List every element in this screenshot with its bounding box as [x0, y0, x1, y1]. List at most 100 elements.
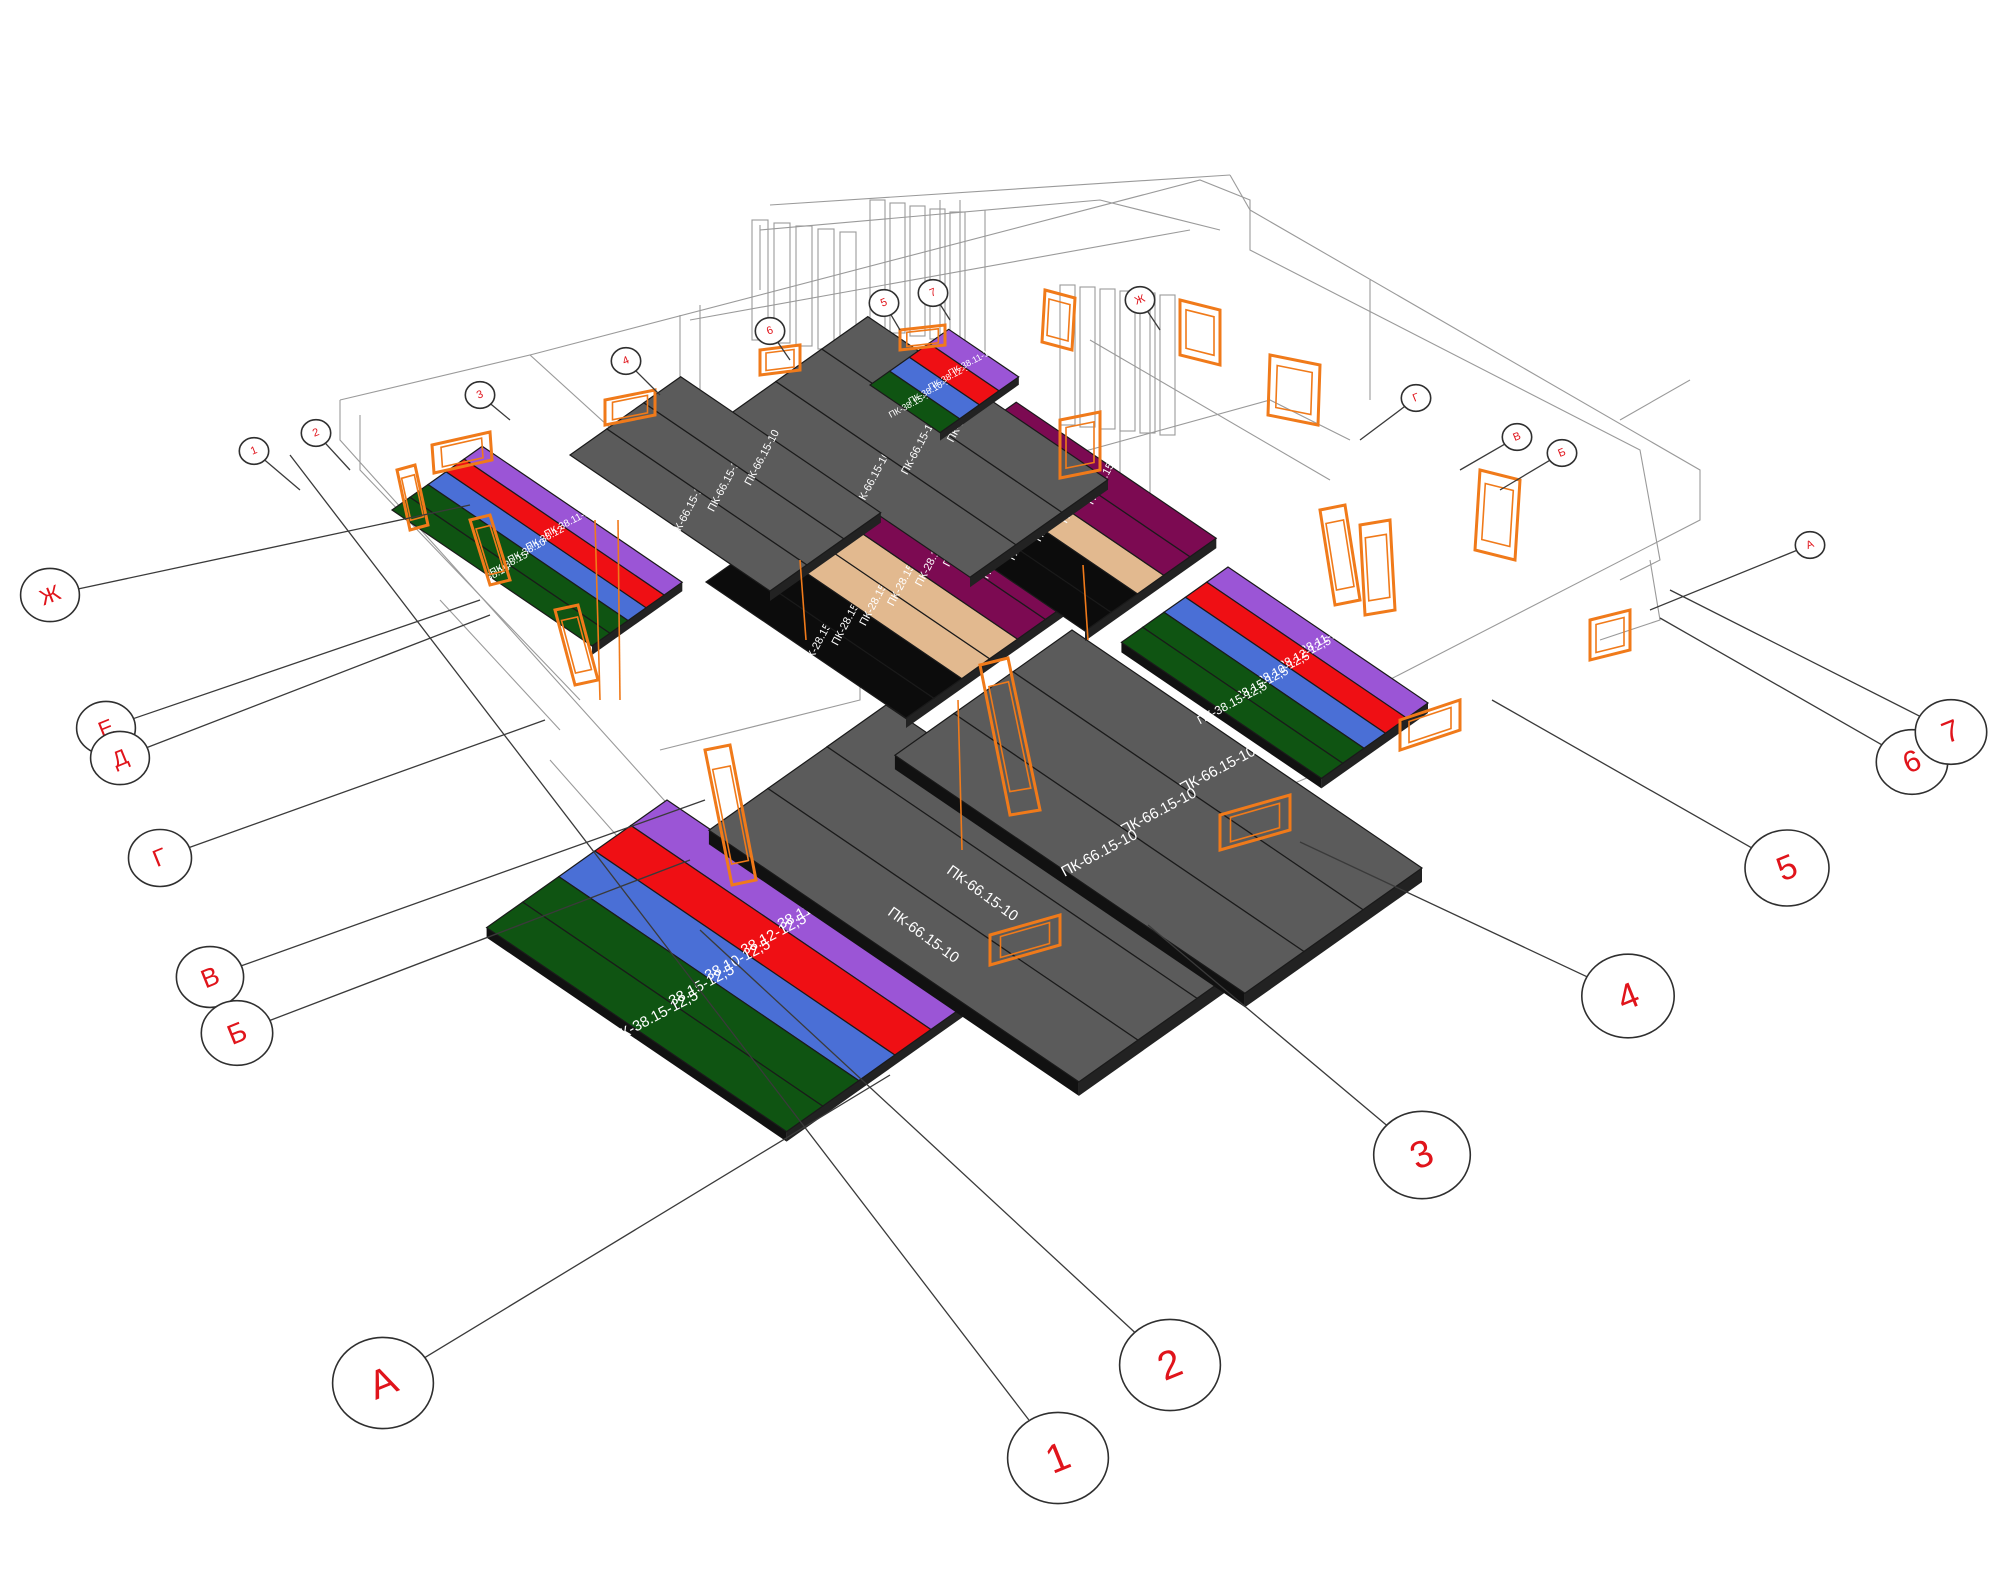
vent-stack: [1119, 290, 1136, 432]
vent-stack: [1159, 294, 1176, 436]
axis-circle: [754, 316, 786, 346]
axis-front-leader-line: [423, 1074, 891, 1359]
axis-left-leader-line: [77, 504, 471, 590]
floor-slab: [707, 787, 1139, 1083]
slab-side-edge: [708, 830, 1079, 1096]
floor-slab: [893, 712, 1305, 995]
wall-outline: [439, 599, 561, 731]
axis-back-leader-line: [264, 459, 301, 491]
window-frame: [1364, 533, 1391, 602]
window-opening: [1473, 468, 1522, 562]
vent-stack: [889, 202, 906, 334]
axis-circle: [1581, 953, 1676, 1039]
axis-back-leader-line: [890, 314, 901, 331]
axis-left-leader-line: [145, 614, 491, 749]
axis-back-leader-line: [939, 304, 951, 321]
axis-front-leader-line: [1669, 589, 1921, 718]
window-frame: [1065, 420, 1095, 470]
floor-slab: [927, 328, 1020, 392]
axis-back-bubble: 7: [917, 278, 949, 308]
window-frame: [1480, 482, 1515, 548]
slab-side-edge: [970, 479, 1108, 588]
window-frame: [1185, 308, 1215, 357]
axis-back-leader-line: [490, 403, 511, 421]
axis-circle: [300, 418, 332, 448]
window-frame: [1274, 364, 1314, 416]
window-opening: [1058, 410, 1102, 480]
axis-circle: [200, 999, 274, 1067]
slab-group-back-right: ПК-38.15-12,5ПК-38.10-12,5ПК-38.12-12,5П…: [868, 328, 1020, 441]
window-frame: [1046, 297, 1071, 343]
axis-label: 7: [928, 286, 938, 299]
axis-circle: [868, 288, 900, 318]
axis-label: 4: [621, 354, 631, 367]
axis-front-bubble: 1: [1006, 1411, 1110, 1505]
axis-left-bubble: В: [175, 945, 245, 1009]
axis-left-bubble: Д: [89, 730, 151, 786]
window-opening: [553, 603, 600, 687]
axis-circle: [1118, 1318, 1222, 1412]
window-opening: [1398, 697, 1462, 753]
axis-circle: [610, 346, 642, 376]
window-opening: [1588, 608, 1632, 662]
axis-left-bubble: Б: [200, 999, 274, 1067]
axis-circle: [89, 730, 151, 786]
vent-stack: [817, 228, 835, 350]
axis-left-leader-line: [188, 719, 546, 849]
axis-front-leader-line: [1299, 841, 1589, 978]
slab-side-edge: [940, 376, 1019, 441]
axis-back-bubble: 2: [300, 418, 332, 448]
axis-label: 1: [249, 444, 259, 457]
vent-stack: [949, 211, 966, 343]
vent-stack: [1099, 288, 1116, 430]
window-opening: [1266, 353, 1322, 427]
axis-leader-lines: [77, 304, 1921, 1421]
axis-circle: [1372, 1110, 1472, 1200]
axis-front-bubble: 5: [1744, 829, 1830, 907]
axis-circle: [127, 828, 193, 888]
axis-label: В: [1511, 430, 1522, 444]
axis-circle: [1006, 1411, 1110, 1505]
vent-stack: [1059, 284, 1076, 426]
axis-back-bubble: 5: [868, 288, 900, 318]
slab-side-edge: [786, 1004, 967, 1142]
axis-label: 2: [311, 426, 321, 439]
axis-circle: [917, 278, 949, 308]
door-jamb: [957, 699, 963, 851]
axis-label: Г: [1411, 391, 1421, 404]
window-frame: [765, 348, 795, 372]
slab-side-edge: [486, 927, 787, 1142]
wall-outline: [1089, 339, 1331, 481]
vent-stack: [1139, 292, 1156, 434]
window-frame: [1325, 519, 1355, 591]
axis-back-leader-line: [635, 370, 661, 396]
axis-label: А: [1804, 538, 1816, 552]
axis-label: 5: [879, 296, 889, 309]
axis-circle: [1794, 530, 1826, 560]
window-opening: [1218, 793, 1292, 852]
window-opening: [430, 430, 494, 475]
vent-stack: [909, 205, 926, 337]
axis-back-leader-line: [1459, 443, 1506, 471]
window-opening: [468, 513, 512, 587]
axis-back-bubble: Г: [1400, 383, 1432, 413]
slab-group-right: ПК-38.11-12,5ПК-38.12-12,5ПК-38.10-12,5П…: [1120, 566, 1430, 789]
door-jamb: [594, 519, 601, 701]
axis-circle: [464, 380, 496, 410]
window-frame: [474, 524, 506, 576]
axis-label: 6: [765, 324, 775, 337]
axis-left-leader-line: [132, 599, 481, 720]
window-opening: [988, 913, 1062, 967]
axis-back-bubble: 6: [754, 316, 786, 346]
window-opening: [758, 343, 802, 377]
vent-stack: [773, 222, 791, 344]
window-frame: [440, 437, 484, 468]
floor-slab: [485, 901, 824, 1133]
axis-back-leader-line: [324, 442, 351, 471]
door-jamb: [1082, 564, 1089, 641]
window-frame: [905, 327, 940, 348]
axis-left-bubble: Ж: [19, 567, 81, 623]
